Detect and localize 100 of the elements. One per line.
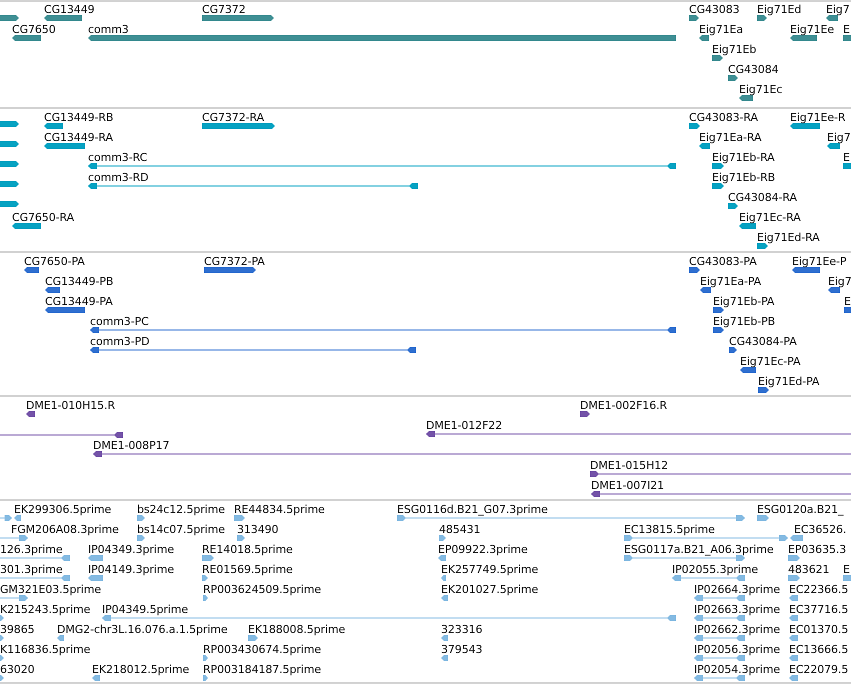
feature-label: bs14c07.5prime	[137, 523, 225, 536]
feature-label: 126.3prime	[0, 543, 63, 556]
feature-label: 379543	[441, 643, 482, 656]
feature-label: 323316	[441, 623, 482, 636]
feature-label: CG13449-RA	[44, 131, 113, 144]
feature-label: Eig71Ec-PA	[740, 355, 800, 368]
feature-label: Eig71Ed	[757, 3, 802, 16]
feature-label: 485431	[439, 523, 480, 536]
feature-label: K215243.5prime	[0, 603, 90, 616]
feature-label: IP02054.3prime	[694, 663, 780, 676]
feature-label: IP04149.3prime	[88, 563, 174, 576]
feature-label: EC01370.5	[789, 623, 848, 636]
feature-label: ESG0117a.B21_A06.3prime	[624, 543, 774, 556]
feature-label: EK299306.5prime	[14, 503, 112, 516]
feature-label: CG13449	[44, 3, 94, 16]
feature-label: EC37716.5	[789, 603, 848, 616]
feature-label: CG7650-PA	[24, 255, 85, 268]
feature-label: CG43084	[728, 63, 778, 76]
feature-label: E	[843, 23, 850, 36]
feature-label: RP003184187.5prime	[203, 663, 322, 676]
feature-label: DME1-010H15.R	[26, 399, 115, 412]
feature-label: Eig71Eb-PA	[713, 295, 774, 308]
feature-label: 483621	[788, 563, 830, 576]
feature-label: ESG0120a.B21_	[757, 503, 844, 516]
feature-label: EC22366.5	[789, 583, 848, 596]
feature-label: CG7650-RA	[12, 211, 74, 224]
feature-label: K116836.5prime	[0, 643, 90, 656]
feature-label: DME1-008P17	[93, 439, 170, 452]
feature-label: Eig71Eb-RB	[712, 171, 776, 184]
feature-label: CG43084-RA	[728, 191, 797, 204]
feature-label: DME1-015H12	[590, 459, 668, 472]
feature-label: comm3-RC	[88, 151, 148, 164]
feature-label: Eig71Ec-RA	[739, 211, 801, 224]
feature-label: GM321E03.5prime	[0, 583, 101, 596]
feature-label: EK201027.5prime	[441, 583, 538, 596]
feature-label: IP04349.5prime	[102, 603, 188, 616]
feature-label: EP03635.3	[788, 543, 846, 556]
feature-label: CG7372-RA	[202, 111, 264, 124]
feature-label: RP003624509.5prime	[203, 583, 322, 596]
feature-label: 301.3prime	[0, 563, 63, 576]
feature-label: CG7650	[12, 23, 56, 36]
feature-label: Eig7	[828, 275, 851, 288]
feature-label: IP02663.3prime	[694, 603, 780, 616]
feature-label: Eig71Ed-RA	[757, 231, 820, 244]
feature-label: CG43083	[689, 3, 740, 16]
feature-label: CG13449-RB	[44, 111, 114, 124]
feature-label: RP003430674.5prime	[203, 643, 322, 656]
feature-label: comm3-PD	[90, 335, 150, 348]
feature-label: CG13449-PA	[45, 295, 113, 308]
feature-label: 313490	[237, 523, 278, 536]
feature-label: E	[843, 151, 850, 164]
feature-label: CG13449-PB	[45, 275, 114, 288]
feature-label: IP02055.3prime	[672, 563, 758, 576]
feature-label: comm3-PC	[90, 315, 149, 328]
feature-label: DMG2-chr3L.16.076.a.1.5prime	[57, 623, 228, 636]
feature-label: RE14018.5prime	[202, 543, 293, 556]
feature-label: RE44834.5prime	[234, 503, 325, 516]
feature-label: DME1-007I21	[591, 479, 664, 492]
feature-label: E	[843, 563, 850, 576]
feature-label: 63020	[0, 663, 34, 676]
feature-label: IP02664.3prime	[694, 583, 780, 596]
feature-label: comm3-RD	[88, 171, 148, 184]
feature-label: Eig71Ea-PA	[700, 275, 762, 288]
feature-label: EC13666.5	[789, 643, 848, 656]
feature-label: EC36526.	[794, 523, 846, 536]
feature-label: EK188008.5prime	[248, 623, 346, 636]
feature-label: DME1-012F22	[426, 419, 502, 432]
feature-label: CG43083-RA	[689, 111, 758, 124]
feature-label: Eig71Ea	[699, 23, 743, 36]
feature-label: IP04349.3prime	[88, 543, 174, 556]
feature-label: comm3	[88, 23, 129, 36]
feature-label: CG7372-PA	[204, 255, 265, 268]
feature-label: bs24c12.5prime	[137, 503, 225, 516]
feature-label: Eig71Ed-PA	[758, 375, 820, 388]
feature-label: Eig71Ee-P	[792, 255, 846, 268]
feature-label: Eig7	[827, 131, 851, 144]
feature-label: EP09922.3prime	[438, 543, 528, 556]
feature-label: EK218012.5prime	[92, 663, 190, 676]
feature-label: Eig71Eb-PB	[713, 315, 776, 328]
feature-label: EC22079.5	[789, 663, 848, 676]
feature-label: Eig71Ec	[739, 83, 782, 96]
feature-label: Eig7	[826, 3, 850, 16]
feature-label: CG43083-PA	[689, 255, 757, 268]
feature-label: ESG0116d.B21_G07.3prime	[397, 503, 548, 516]
feature-label: E	[844, 295, 851, 308]
feature-label: EC13815.5prime	[624, 523, 715, 536]
feature-label: RE01569.5prime	[202, 563, 293, 576]
feature-label: 39865	[0, 623, 34, 636]
feature-label: Eig71Eb	[712, 43, 756, 56]
feature-label: IP02662.3prime	[694, 623, 780, 636]
feature-label: CG7372	[202, 3, 246, 16]
feature-label: IP02056.3prime	[694, 643, 780, 656]
feature-label: Eig71Ee-R	[790, 111, 846, 124]
feature-label: DME1-002F16.R	[580, 399, 668, 412]
feature-label: CG43084-PA	[729, 335, 797, 348]
feature-label: Eig71Ea-RA	[699, 131, 762, 144]
feature-label: Eig71Ee	[790, 23, 834, 36]
feature-label: Eig71Eb-RA	[712, 151, 775, 164]
feature-label: FGM206A08.3prime	[11, 523, 119, 536]
feature-label: EK257749.5prime	[441, 563, 538, 576]
